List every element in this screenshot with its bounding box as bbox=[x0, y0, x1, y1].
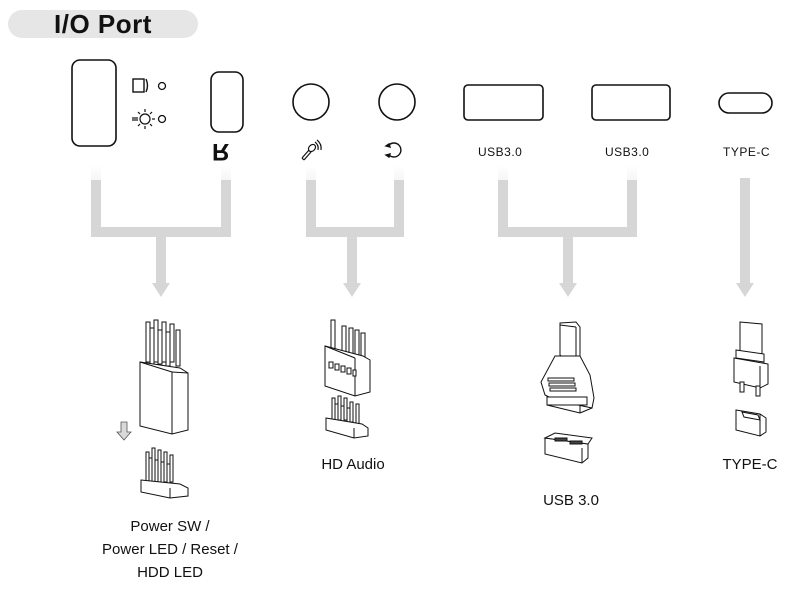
power-button bbox=[71, 59, 117, 147]
arrow-head bbox=[343, 283, 361, 297]
arrow-head bbox=[736, 283, 754, 297]
front-panel-caption: Power SW / Power LED / Reset / HDD LED bbox=[60, 515, 280, 584]
front-panel-header bbox=[140, 447, 189, 499]
type-c-port bbox=[718, 92, 773, 114]
headphone-jack bbox=[378, 83, 416, 121]
type-c-caption: TYPE-C bbox=[722, 456, 778, 473]
hd-audio-connector bbox=[324, 319, 371, 397]
reset-label: R bbox=[212, 138, 230, 165]
hdd-led-indicator bbox=[157, 81, 167, 91]
usb-port-2 bbox=[591, 84, 671, 121]
mic-jack bbox=[292, 83, 330, 121]
arrow-hd-audio bbox=[306, 165, 404, 285]
microphone-icon bbox=[301, 139, 322, 161]
caption-line: HDD LED bbox=[137, 564, 203, 581]
arrow-head bbox=[152, 283, 170, 297]
arrow-usb3 bbox=[498, 165, 637, 285]
hd-audio-caption: HD Audio bbox=[321, 456, 385, 473]
type-c-connector bbox=[733, 321, 769, 397]
insert-arrow-icon bbox=[116, 421, 132, 441]
front-panel-connector bbox=[139, 319, 189, 435]
page-title: I/O Port bbox=[54, 9, 152, 39]
usb3-header bbox=[543, 432, 593, 464]
hd-audio-header bbox=[325, 395, 369, 439]
hdd-led-icon bbox=[132, 78, 149, 93]
caption-line: Power SW / bbox=[130, 518, 210, 535]
usb3-connector bbox=[540, 321, 595, 414]
usb-port-1-label: USB3.0 bbox=[478, 145, 523, 159]
caption-line: Power LED / Reset / bbox=[102, 541, 238, 558]
usb-port-2-label: USB3.0 bbox=[605, 145, 650, 159]
type-c-port-label: TYPE-C bbox=[723, 145, 771, 159]
power-led-indicator bbox=[157, 114, 167, 124]
usb3-caption: USB 3.0 bbox=[543, 492, 599, 509]
reset-button bbox=[210, 71, 244, 133]
arrow-head bbox=[559, 283, 577, 297]
usb-port-1 bbox=[463, 84, 544, 121]
power-led-icon bbox=[132, 109, 155, 129]
title-pill bbox=[8, 10, 198, 38]
headphone-icon bbox=[384, 142, 402, 159]
type-c-header bbox=[735, 409, 767, 437]
arrow-front-panel bbox=[91, 165, 231, 285]
